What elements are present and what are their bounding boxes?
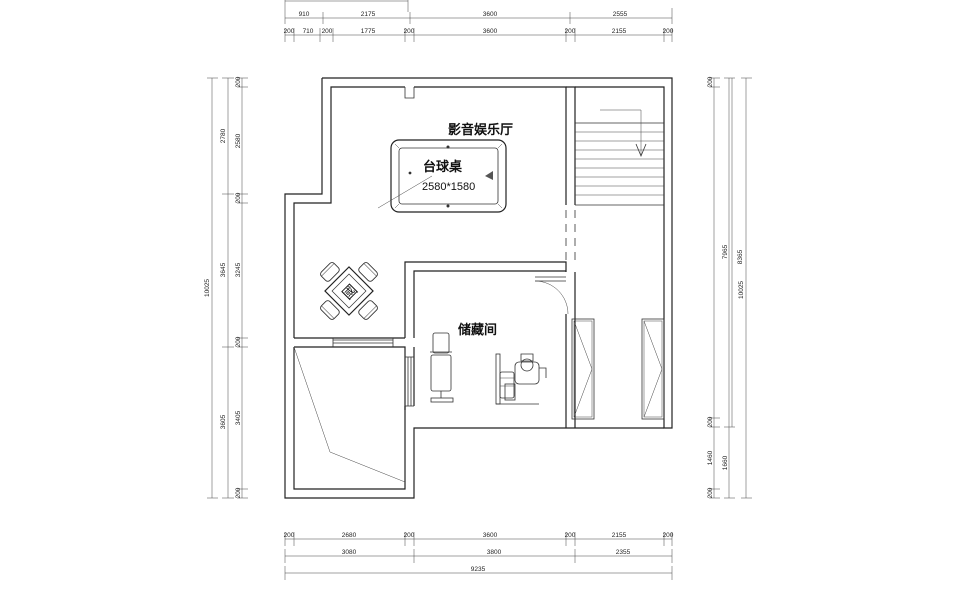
pool-table-label: 台球桌 [423, 159, 463, 175]
dim-bot2-2: 3800 [487, 549, 502, 556]
dim-top-1: 910 [299, 11, 310, 18]
dim-bot-4: 3600 [483, 532, 498, 539]
dim-bot-5: 200 [565, 532, 576, 539]
dim-bot-1: 200 [284, 532, 295, 539]
dim-right-mid-1: 7965 [722, 244, 729, 259]
bottom-dimensions: 200 2680 200 3600 200 2155 200 3080 3800… [284, 532, 674, 580]
dim-left-in-7: 200 [235, 487, 242, 498]
storage-door[interactable] [534, 276, 569, 315]
dim-right-in-4: 200 [707, 487, 714, 498]
dim-top2-7: 200 [565, 28, 576, 35]
dim-top2-3: 200 [322, 28, 333, 35]
dim-left-mid-1: 2780 [220, 128, 227, 143]
dim-right-in-2: 200 [707, 416, 714, 427]
dim-top2-9: 200 [663, 28, 674, 35]
room-label-storage: 储藏间 [457, 322, 497, 338]
weight-bench [430, 332, 454, 403]
dim-right-in-3: 1460 [707, 450, 714, 465]
staircase [575, 109, 664, 196]
dim-bot-2: 2680 [342, 532, 357, 539]
dim-top-2: 2175 [361, 11, 376, 18]
dim-left-total: 10025 [204, 279, 211, 297]
dim-right-in-1: 200 [707, 76, 714, 87]
room-label-entertainment: 影音娱乐厅 [448, 122, 513, 138]
mahjong-table: 國 [320, 262, 378, 320]
pool-table: 台球桌 2580*1580 [377, 139, 507, 213]
dim-top2-6: 3600 [483, 28, 498, 35]
dim-top-4: 2555 [613, 11, 628, 18]
top-dimensions: 910 2175 3600 2555 200 710 200 1775 200 … [284, 0, 674, 42]
walls [284, 77, 673, 499]
dim-top2-2: 710 [303, 28, 314, 35]
dim-left-in-6: 3405 [235, 410, 242, 425]
dim-bot-7: 200 [663, 532, 674, 539]
right-dimensions: 200 200 1460 200 7965 1660 8365 10025 [707, 76, 752, 498]
dim-top2-5: 200 [404, 28, 415, 35]
dim-left-in-4: 3245 [235, 262, 242, 277]
dim-top2-1: 200 [284, 28, 295, 35]
pool-table-size: 2580*1580 [422, 181, 475, 193]
left-dimensions: 10025 2780 3645 3605 200 2580 200 3245 2… [204, 76, 248, 498]
lower-room-void [293, 346, 406, 483]
dim-bot-3: 200 [404, 532, 415, 539]
dim-top2-8: 2155 [612, 28, 627, 35]
dim-bot2-1: 3080 [342, 549, 357, 556]
dim-left-in-5: 200 [235, 336, 242, 347]
dim-bot-total: 9235 [471, 566, 486, 573]
dim-right-mid-2: 1660 [722, 455, 729, 470]
dim-top2-4: 1775 [361, 28, 376, 35]
dim-left-in-1: 200 [235, 76, 242, 87]
dim-left-in-3: 200 [235, 192, 242, 203]
dim-right-outer-2: 10025 [738, 281, 745, 299]
dim-right-outer-1: 8365 [737, 249, 744, 264]
exercise-machine [495, 353, 547, 405]
dim-left-mid-2: 3645 [220, 262, 227, 277]
dim-bot2-3: 2355 [616, 549, 631, 556]
dim-top-3: 3600 [483, 11, 498, 18]
dim-left-mid-3: 3605 [220, 414, 227, 429]
storage-cabinets [571, 318, 665, 420]
dim-bot-6: 2155 [612, 532, 627, 539]
dim-left-in-2: 2580 [235, 133, 242, 148]
